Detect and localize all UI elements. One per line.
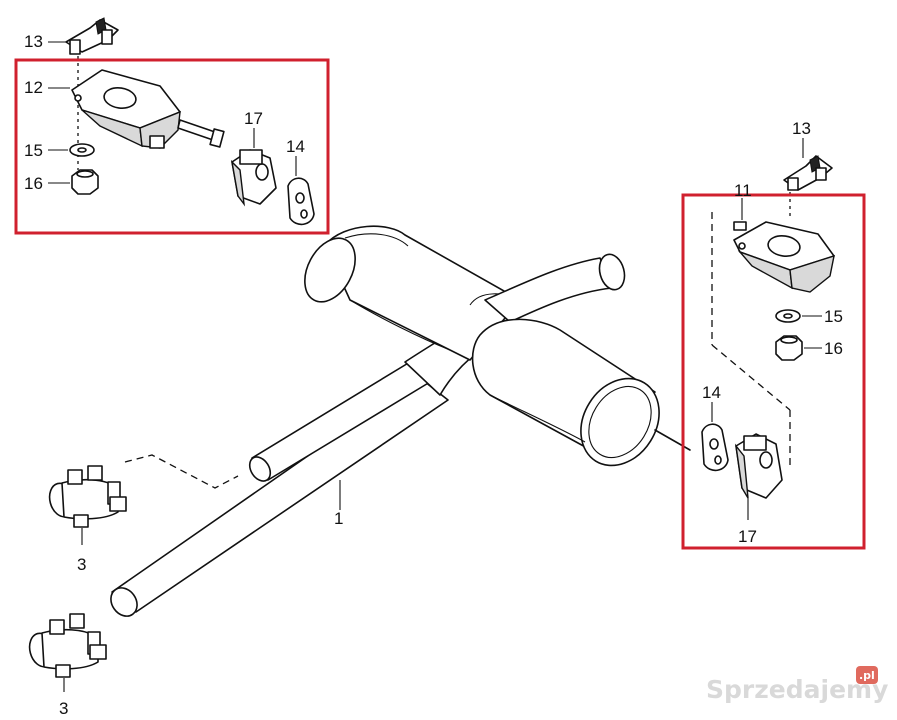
nut-right: 16 — [775, 335, 843, 361]
label-bracket-right: 11 — [734, 181, 752, 200]
clamp-lower: 3 — [28, 613, 107, 718]
label-gasket-left: 14 — [286, 137, 305, 156]
tail-pipe — [484, 253, 626, 323]
label-hanger-right: 17 — [738, 527, 757, 546]
nut-left: 16 — [24, 169, 99, 195]
label-clamp-b: 3 — [59, 699, 68, 718]
watermark-badge-text: .pl — [859, 669, 875, 682]
left-mount-group: 12 15 16 17 — [14, 58, 330, 235]
bracket-right: 11 — [711, 181, 835, 468]
hanger-left: 17 — [230, 109, 277, 207]
label-washer-left: 15 — [24, 141, 43, 160]
watermark-badge — [856, 666, 878, 684]
label-gasket-right: 14 — [702, 383, 721, 402]
middle-muffler — [304, 225, 521, 361]
label-pipe: 1 — [334, 509, 343, 528]
label-nut-left: 16 — [24, 174, 43, 193]
label-bracket-left: 12 — [24, 78, 43, 97]
front-pipe — [110, 377, 449, 617]
label-clamp-a: 3 — [77, 555, 86, 574]
highlight-box-left — [14, 58, 330, 235]
label-nut-right: 16 — [824, 339, 843, 358]
watermark: Sprzedajemy .pl — [706, 666, 888, 704]
label-washer-right: 15 — [824, 307, 843, 326]
gasket-right: 14 — [701, 383, 729, 472]
clamp-upper: 3 — [48, 465, 127, 574]
strap-right: 13 — [783, 119, 833, 220]
clamp-guide-line — [124, 454, 239, 489]
gasket-left: 14 — [286, 137, 315, 226]
label-strap-right: 13 — [792, 119, 811, 138]
rear-muffler — [471, 318, 691, 467]
label-hanger-left: 17 — [244, 109, 263, 128]
washer-right: 15 — [775, 307, 843, 326]
exhaust-pipe-assembly: 1 — [110, 225, 691, 617]
highlight-box-right — [681, 193, 866, 550]
label-strap-left: 13 — [24, 32, 43, 51]
washer-left: 15 — [24, 141, 95, 160]
bracket-left: 12 — [24, 69, 225, 149]
hanger-right: 17 — [734, 433, 783, 546]
strap-left: 13 — [24, 17, 119, 170]
right-mount-group: 11 15 16 14 — [681, 181, 866, 550]
